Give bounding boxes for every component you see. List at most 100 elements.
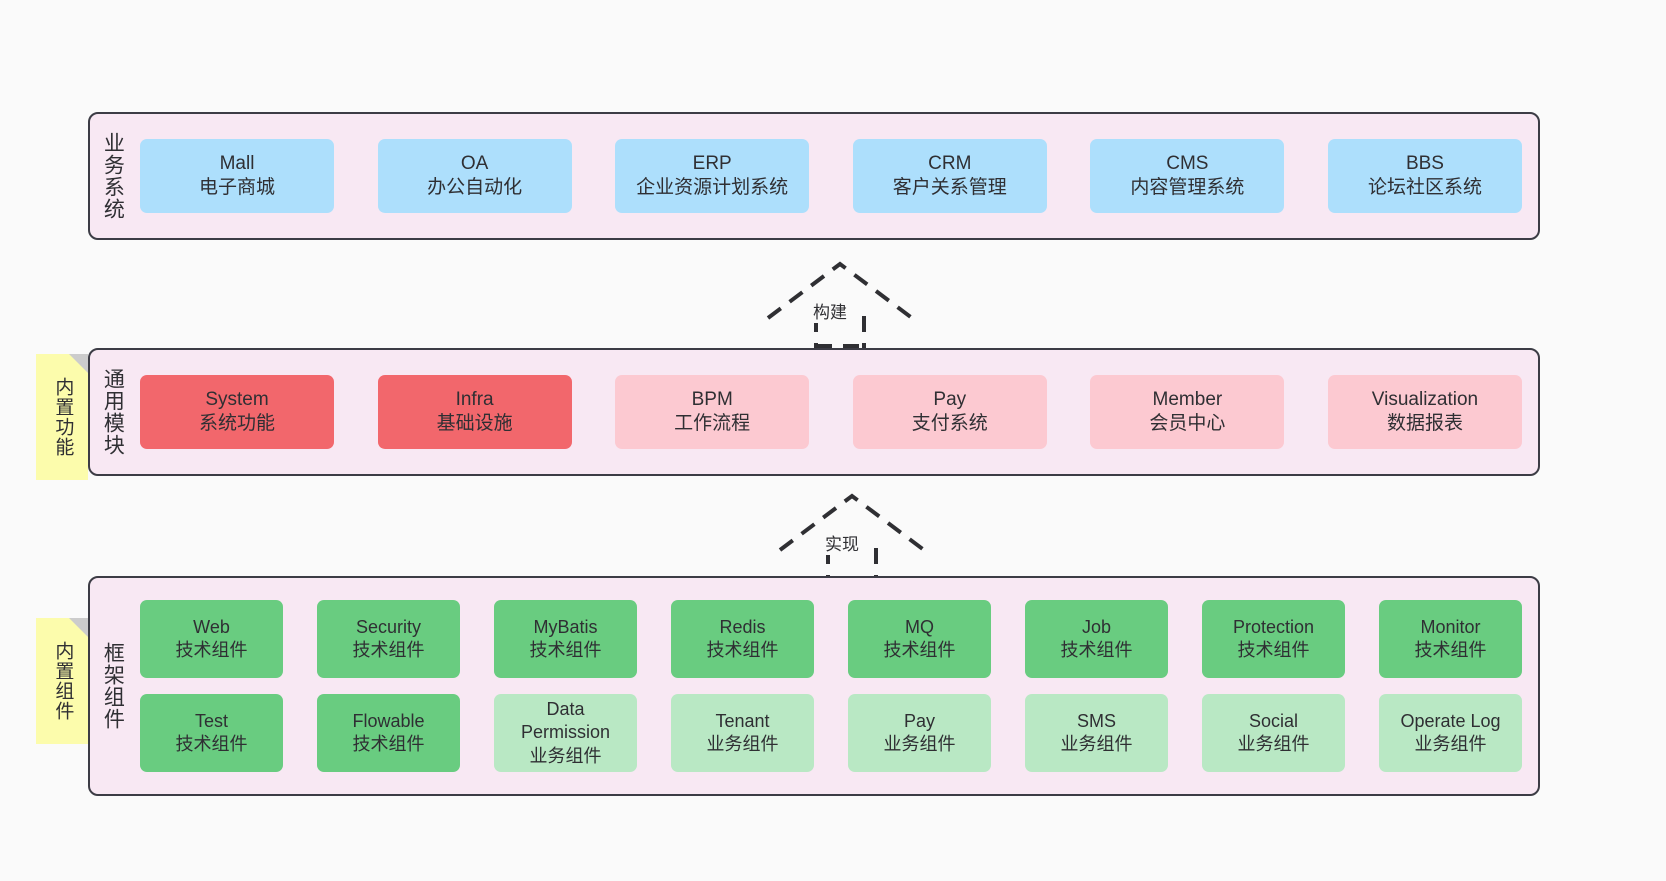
node-infra-subtitle: 基础设施 [436, 413, 513, 434]
node-security-title: Security [355, 616, 422, 637]
node-erp-subtitle: 企业资源计划系统 [636, 177, 789, 198]
layer-framework-components[interactable]: 框架组件 Web 技术组件 Security 技术组件 MyBatis 技术组件… [88, 576, 1540, 796]
layer-body-framework-components: Web 技术组件 Security 技术组件 MyBatis 技术组件 Redi… [134, 578, 1538, 794]
node-cms[interactable]: CMS 内容管理系统 [1090, 139, 1285, 213]
node-job-title: Job [1081, 616, 1112, 637]
node-monitor[interactable]: Monitor 技术组件 [1379, 600, 1522, 678]
node-system-title: System [205, 388, 269, 410]
node-member[interactable]: Member 会员中心 [1090, 375, 1285, 449]
node-bbs[interactable]: BBS 论坛社区系统 [1327, 139, 1522, 213]
node-visualization-subtitle: 数据报表 [1386, 413, 1463, 434]
node-mall-subtitle: 电子商城 [198, 177, 275, 198]
node-pay-module[interactable]: Pay 支付系统 [852, 375, 1047, 449]
node-data-permission[interactable]: Data Permission 业务组件 [494, 694, 637, 772]
node-member-subtitle: 会员中心 [1149, 413, 1226, 434]
node-test-subtitle: 技术组件 [175, 734, 248, 754]
node-visualization-title: Visualization [1371, 388, 1479, 410]
connector-implement: 实现 [772, 490, 932, 580]
node-security[interactable]: Security 技术组件 [317, 600, 460, 678]
note-fold-corner-icon [69, 354, 88, 373]
layer-title-common-modules: 通用模块 [101, 368, 125, 456]
node-operate-log[interactable]: Operate Log 业务组件 [1379, 694, 1522, 772]
layer-title-business-system: 业务系统 [101, 132, 125, 220]
node-visualization[interactable]: Visualization 数据报表 [1327, 375, 1522, 449]
node-test[interactable]: Test 技术组件 [140, 694, 283, 772]
note-builtin-features-label: 内置功能 [52, 377, 74, 457]
node-operate-log-title: Operate Log [1400, 710, 1501, 731]
node-test-title: Test [194, 710, 228, 731]
node-redis-subtitle: 技术组件 [706, 640, 779, 660]
connector-build: 构建 [760, 258, 920, 348]
node-sms-title: SMS [1076, 710, 1116, 731]
node-social-title: Social [1248, 710, 1299, 731]
node-mybatis[interactable]: MyBatis 技术组件 [494, 600, 637, 678]
note-builtin-components: 内置组件 [36, 618, 88, 744]
node-tenant-title: Tenant [715, 710, 770, 731]
node-system[interactable]: System 系统功能 [140, 375, 334, 449]
node-protection-title: Protection [1232, 616, 1315, 637]
node-infra-title: Infra [455, 388, 494, 410]
node-sms[interactable]: SMS 业务组件 [1025, 694, 1168, 772]
node-redis-title: Redis [719, 616, 766, 637]
node-crm[interactable]: CRM 客户关系管理 [852, 139, 1047, 213]
node-bbs-subtitle: 论坛社区系统 [1367, 177, 1482, 198]
node-mq[interactable]: MQ 技术组件 [848, 600, 991, 678]
node-pay-component-subtitle: 业务组件 [883, 734, 956, 754]
node-web[interactable]: Web 技术组件 [140, 600, 283, 678]
node-bpm-title: BPM [691, 388, 733, 410]
business-system-node-row: Mall 电子商城 OA 办公自动化 ERP 企业资源计划系统 CRM 客户关系… [140, 139, 1522, 213]
node-social-subtitle: 业务组件 [1237, 734, 1310, 754]
layer-common-modules[interactable]: 通用模块 System 系统功能 Infra 基础设施 BPM 工作流程 Pay [88, 348, 1540, 476]
node-crm-subtitle: 客户关系管理 [892, 177, 1007, 198]
layer-business-system[interactable]: 业务系统 Mall 电子商城 OA 办公自动化 ERP 企业资源计划系统 CRM [88, 112, 1540, 240]
framework-business-component-row: Test 技术组件 Flowable 技术组件 Data Permission … [140, 694, 1522, 772]
node-data-permission-title: Data Permission [520, 699, 611, 743]
layer-title-framework-components: 框架组件 [101, 642, 125, 730]
node-bpm-subtitle: 工作流程 [674, 413, 751, 434]
node-pay-component[interactable]: Pay 业务组件 [848, 694, 991, 772]
node-flowable-subtitle: 技术组件 [352, 734, 425, 754]
node-mybatis-subtitle: 技术组件 [529, 640, 602, 660]
node-data-permission-subtitle: 业务组件 [529, 745, 602, 766]
node-job-subtitle: 技术组件 [1060, 640, 1133, 660]
node-sms-subtitle: 业务组件 [1060, 734, 1133, 754]
node-protection[interactable]: Protection 技术组件 [1202, 600, 1345, 678]
node-mall-title: Mall [219, 152, 255, 174]
node-tenant[interactable]: Tenant 业务组件 [671, 694, 814, 772]
node-oa-title: OA [460, 152, 489, 174]
node-protection-subtitle: 技术组件 [1237, 640, 1310, 660]
layer-body-common-modules: System 系统功能 Infra 基础设施 BPM 工作流程 Pay 支付系统… [134, 350, 1538, 474]
node-social[interactable]: Social 业务组件 [1202, 694, 1345, 772]
node-oa[interactable]: OA 办公自动化 [377, 139, 572, 213]
node-mybatis-title: MyBatis [533, 616, 598, 637]
framework-tech-component-row: Web 技术组件 Security 技术组件 MyBatis 技术组件 Redi… [140, 600, 1522, 678]
node-redis[interactable]: Redis 技术组件 [671, 600, 814, 678]
node-cms-title: CMS [1166, 152, 1209, 174]
node-flowable[interactable]: Flowable 技术组件 [317, 694, 460, 772]
node-member-title: Member [1152, 388, 1223, 410]
node-oa-subtitle: 办公自动化 [427, 177, 523, 198]
node-monitor-subtitle: 技术组件 [1414, 640, 1487, 660]
note-fold-corner-icon [69, 618, 88, 637]
node-flowable-title: Flowable [352, 710, 425, 731]
node-crm-title: CRM [928, 152, 972, 174]
node-mall[interactable]: Mall 电子商城 [140, 139, 334, 213]
node-web-title: Web [193, 616, 230, 637]
node-erp[interactable]: ERP 企业资源计划系统 [615, 139, 810, 213]
node-bbs-title: BBS [1405, 152, 1444, 174]
node-pay-module-subtitle: 支付系统 [911, 413, 988, 434]
node-bpm[interactable]: BPM 工作流程 [615, 375, 810, 449]
node-tenant-subtitle: 业务组件 [706, 734, 779, 754]
node-mq-subtitle: 技术组件 [883, 640, 956, 660]
node-infra[interactable]: Infra 基础设施 [377, 375, 572, 449]
node-job[interactable]: Job 技术组件 [1025, 600, 1168, 678]
node-mq-title: MQ [905, 616, 934, 637]
note-builtin-components-label: 内置组件 [52, 641, 74, 721]
node-security-subtitle: 技术组件 [352, 640, 425, 660]
connector-implement-label: 实现 [822, 530, 862, 555]
node-web-subtitle: 技术组件 [175, 640, 248, 660]
node-monitor-title: Monitor [1420, 616, 1481, 637]
connector-build-label: 构建 [810, 298, 850, 323]
layer-body-business-system: Mall 电子商城 OA 办公自动化 ERP 企业资源计划系统 CRM 客户关系… [134, 114, 1538, 238]
